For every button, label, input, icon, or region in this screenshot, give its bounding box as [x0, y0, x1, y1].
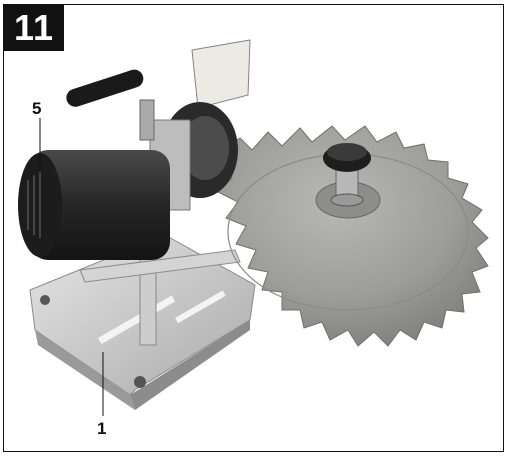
callout-5: 5	[32, 99, 42, 118]
callout-1: 1	[97, 419, 107, 438]
saw-blade	[211, 125, 489, 347]
motor	[18, 150, 170, 260]
figure-number-badge: 11	[4, 5, 64, 51]
grinding-head	[149, 39, 251, 211]
clamp-knob	[323, 143, 371, 207]
handle	[66, 69, 155, 141]
